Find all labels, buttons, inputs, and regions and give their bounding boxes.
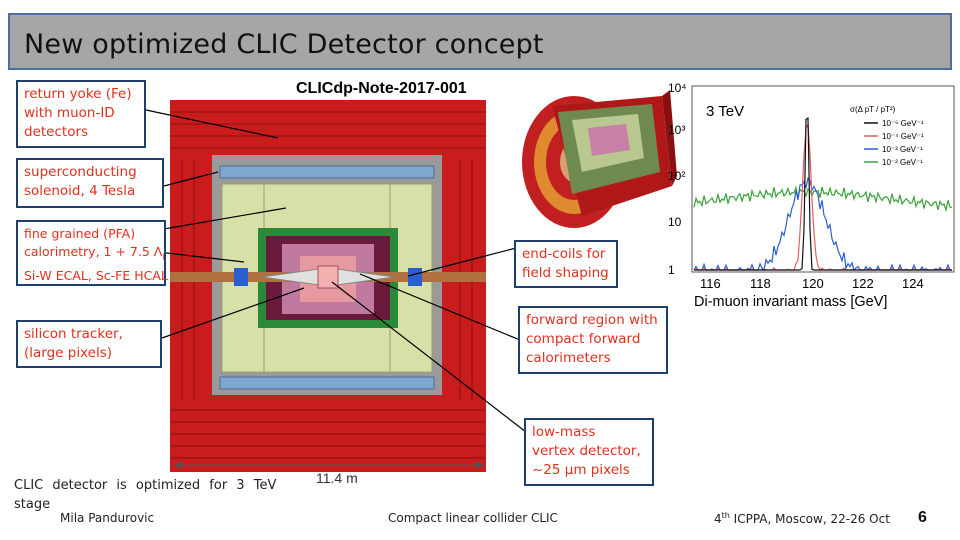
solenoid-coil-top bbox=[219, 165, 435, 179]
callout-yoke-line: detectors bbox=[24, 124, 89, 140]
x-tick-label: 118 bbox=[750, 276, 771, 291]
page-number: 6 bbox=[918, 509, 927, 526]
title-bar: New optimized CLIC Detector concept bbox=[8, 13, 952, 70]
y-tick-label: 10 bbox=[668, 215, 682, 229]
legend-entry: 10⁻⁴ GeV⁻¹ bbox=[882, 132, 924, 141]
footer-conf-rest: ICPPA, Moscow, 22-26 Oct bbox=[729, 512, 890, 526]
x-tick-label: 122 bbox=[852, 276, 874, 291]
callout-yoke-line: with muon-ID bbox=[24, 105, 115, 121]
x-axis-label: Di-muon invariant mass [GeV] bbox=[694, 294, 887, 310]
legend-title: σ(Δ pT / pT²) bbox=[850, 105, 896, 114]
legend-entry: 10⁻⁵ GeV⁻¹ bbox=[882, 119, 924, 128]
footer-title: Compact linear collider CLIC bbox=[388, 511, 558, 525]
footer-author: Mila Pandurovic bbox=[60, 511, 155, 525]
caption-line-1: CLIC detector is optimized for 3 TeV bbox=[14, 478, 277, 493]
dimension-label: 11.4 m bbox=[316, 470, 358, 486]
leader-lines bbox=[145, 109, 527, 433]
forward-cal-right bbox=[408, 268, 422, 286]
series-line bbox=[694, 117, 952, 271]
detector-3d-inset bbox=[522, 90, 677, 228]
caption-line-2: stage bbox=[14, 497, 51, 512]
callout-endcoils: end-coils for field shaping bbox=[514, 240, 618, 288]
callout-endcoils-line: end-coils for bbox=[522, 246, 606, 262]
callout-forward-line: compact forward bbox=[526, 331, 641, 347]
solenoid-coil-bottom bbox=[219, 376, 435, 390]
footer-conf-sup: th bbox=[721, 511, 730, 520]
callout-forward-line: forward region with bbox=[526, 312, 658, 328]
callout-tracker: silicon tracker, (large pixels) bbox=[16, 320, 162, 368]
footer-conference: 4th ICPPA, Moscow, 22-26 Oct bbox=[714, 511, 890, 526]
callout-calo-line: fine grained (PFA) bbox=[24, 226, 136, 241]
callout-tracker-line: (large pixels) bbox=[24, 345, 113, 361]
callout-vertex-line: ~25 μm pixels bbox=[532, 462, 630, 478]
callout-calorimetry: fine grained (PFA) calorimetry, 1 + 7.5 … bbox=[16, 220, 168, 286]
legend: 10⁻⁵ GeV⁻¹ 10⁻⁴ GeV⁻¹ 10⁻³ GeV⁻¹ 10⁻² GeV⁻¹ bbox=[864, 119, 924, 167]
plot-title: 3 TeV bbox=[706, 103, 744, 120]
legend-entry: 10⁻³ GeV⁻¹ bbox=[882, 145, 923, 154]
invariant-mass-plot: 1 10 10² 10³ 10⁴ 3 TeV σ(Δ pT / pT²) 10⁻… bbox=[668, 81, 955, 310]
inset-tracker bbox=[588, 124, 630, 156]
x-tick-label: 124 bbox=[902, 276, 924, 291]
series-line bbox=[693, 185, 953, 213]
callout-calo-text: calorimetry, 1 + 7.5 Λ bbox=[24, 244, 163, 259]
plot-curves bbox=[693, 117, 953, 272]
callout-yoke-line: return yoke (Fe) bbox=[24, 86, 132, 102]
callout-tracker-line: silicon tracker, bbox=[24, 326, 123, 342]
callout-endcoils-line: field shaping bbox=[522, 265, 609, 281]
y-tick-label: 10⁴ bbox=[668, 81, 687, 95]
arrow-left-icon bbox=[174, 461, 182, 469]
footer-conf-num: 4 bbox=[714, 512, 722, 526]
x-tick-label: 120 bbox=[802, 276, 824, 291]
legend-entry: 10⁻² GeV⁻¹ bbox=[882, 158, 923, 167]
callout-yoke: return yoke (Fe) with muon-ID detectors bbox=[16, 80, 146, 148]
page-title: New optimized CLIC Detector concept bbox=[24, 29, 544, 60]
y-tick-label: 10² bbox=[668, 169, 685, 183]
callout-forward-line: calorimeters bbox=[526, 350, 611, 366]
y-tick-label: 1 bbox=[668, 263, 675, 277]
callout-calo-line: calorimetry, 1 + 7.5 Λl bbox=[24, 244, 165, 262]
inset-side bbox=[662, 90, 677, 186]
callout-solenoid-line: superconducting bbox=[24, 164, 137, 180]
callout-vertex: low-mass vertex detector, ~25 μm pixels bbox=[524, 418, 654, 486]
callout-vertex-line: low-mass bbox=[532, 424, 596, 440]
y-tick-label: 10³ bbox=[668, 123, 685, 137]
callout-solenoid: superconducting solenoid, 4 Tesla bbox=[16, 158, 164, 208]
callout-forward: forward region with compact forward calo… bbox=[518, 306, 668, 374]
note-id: CLICdp-Note-2017-001 bbox=[296, 80, 467, 97]
x-tick-label: 116 bbox=[700, 276, 721, 291]
callout-vertex-line: vertex detector, bbox=[532, 443, 641, 459]
callout-calo-line: Si-W ECAL, Sc-FE HCAL bbox=[24, 267, 168, 283]
callout-solenoid-line: solenoid, 4 Tesla bbox=[24, 183, 136, 199]
forward-cal-left bbox=[234, 268, 248, 286]
plot-frame bbox=[691, 85, 955, 273]
arrow-right-icon bbox=[476, 461, 484, 469]
